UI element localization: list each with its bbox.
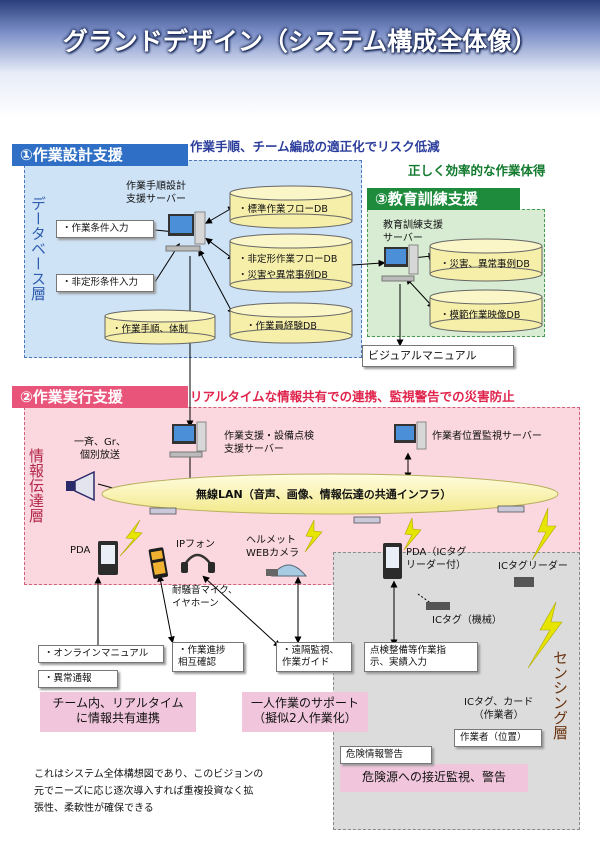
func-abnormal-report: ・異常通報 xyxy=(38,670,118,688)
section-execution-tagline: リアルタイムな情報共有での連携、監視警告での災害防止 xyxy=(190,389,515,404)
helmet-camera-icon xyxy=(266,564,308,577)
db-nonstandard-shape xyxy=(229,233,353,293)
arrow-nonstandard-to-server xyxy=(154,243,180,283)
visual-manual-box: ビジュアルマニュアル xyxy=(362,345,514,367)
lightning-sensing xyxy=(527,601,563,669)
ic-card-label: ICタグ、カード （作業者） xyxy=(464,697,534,721)
section-execution-title: ②作業実行支援 xyxy=(12,386,188,408)
headset-icon xyxy=(181,553,215,573)
lightning-bolts xyxy=(119,507,563,669)
wlan-label: 無線LAN（音声、画像、情報伝達の共通インフラ） xyxy=(196,488,452,501)
lightning-pda xyxy=(119,519,143,557)
ic-tag-machine-label: ICタグ（機械） xyxy=(432,615,502,626)
db-model-video-shape xyxy=(429,289,543,333)
danger-info-box: 危険情報警告 xyxy=(340,746,432,764)
ip-phone-label: IPフォン xyxy=(176,539,215,550)
section-training-title: ③教育訓練支援 xyxy=(367,188,520,210)
design-server-label: 作業手順設計 支援サーバー xyxy=(126,181,186,205)
ic-reader-icon xyxy=(514,577,534,587)
input-work-conditions: ・作業条件入力 xyxy=(56,220,154,238)
position-server-icon xyxy=(394,421,427,450)
page-title: グランドデザイン（システム構成全体像） xyxy=(62,27,538,56)
layer-database-label: データベース層 xyxy=(29,196,47,301)
position-server-label: 作業者位置監視サーバー xyxy=(432,431,542,442)
section-design-title: ①作業設計支援 xyxy=(12,144,188,166)
db-nonstandard-flow-label: ・非定形作業フローDB xyxy=(238,254,338,265)
pda-ic-icon xyxy=(383,543,402,579)
note-team-sharing: チーム内、リアルタイム に情報共有連携 xyxy=(40,692,196,732)
lightning-reader xyxy=(531,507,557,561)
func-remote-monitor: ・遠隔監視、 作業ガイド xyxy=(276,642,352,672)
phone-icon xyxy=(148,547,169,579)
speaker-icon xyxy=(66,470,95,502)
ic-tag-reader-label: ICタグリーダー xyxy=(498,561,568,572)
training-server-label: 教育訓練支援 サーバー xyxy=(383,220,443,244)
support-server-label: 作業支援・設備点検 支援サーバー xyxy=(224,431,314,455)
pda-label: PDA xyxy=(70,545,91,556)
design-server-icon xyxy=(165,211,206,252)
note-solo-support: 一人作業のサポート （擬似2人作業化） xyxy=(242,692,368,732)
db-training-disaster-label: ・災害、異常事例DB xyxy=(440,259,530,270)
db-procedure-shape xyxy=(104,309,216,345)
worker-position-box: 作業者（位置） xyxy=(454,729,542,747)
arrow-db-to-training xyxy=(351,259,386,267)
func-online-manual: ・オンラインマニュアル xyxy=(38,645,164,663)
db-experience-shape xyxy=(229,302,353,344)
layer-network-label: 情報伝達層 xyxy=(27,448,45,523)
arrow-headset-func xyxy=(202,575,281,648)
layer-sensing-label: センシング層 xyxy=(551,650,569,740)
headset-label: 耐騒音マイク、 イヤホーン xyxy=(172,585,238,609)
db-disaster-cases-label: ・災害や異常事例DB xyxy=(238,270,328,281)
arrow-server-db3 xyxy=(198,248,234,316)
section-training-tagline: 正しく効率的な作業体得 xyxy=(408,163,546,178)
lightning-camera xyxy=(304,519,323,553)
db-standard-flow-shape xyxy=(229,185,353,229)
wlan-ellipse xyxy=(101,473,559,515)
pda-icon xyxy=(98,541,118,575)
db-training-disaster-shape xyxy=(429,238,543,282)
db-standard-flow-label: ・標準作業フローDB xyxy=(238,204,328,215)
caption-text: これはシステム全体構想図であり、このビジョンの 元でニーズに応じ逐次導入すれば重… xyxy=(34,769,264,814)
section-design-tagline: 作業手順、チーム編成の適正化でリスク低減 xyxy=(190,139,440,154)
computer-icons xyxy=(165,211,427,458)
title-band xyxy=(0,0,600,118)
arrow-server-db1 xyxy=(204,206,236,224)
broadcast-label: 一斉、Gr、 個別放送 xyxy=(74,437,126,461)
access-points xyxy=(149,505,525,524)
access-point-mid xyxy=(353,516,381,524)
db-model-video-label: ・模範作業映像DB xyxy=(440,310,521,321)
ic-tag-machine-icon xyxy=(426,602,450,610)
input-nonstandard-conditions: ・非定形条件入力 xyxy=(56,274,154,292)
training-server-icon xyxy=(381,244,419,282)
access-point-left xyxy=(149,507,177,515)
arrow-server-db2 xyxy=(205,237,235,261)
func-progress-check: ・作業進捗 相互確認 xyxy=(172,642,244,672)
access-point-right xyxy=(497,505,525,513)
pda-ic-reader-label: PDA（ICタグ リーダー付） xyxy=(406,547,467,571)
arrow-phone-func xyxy=(157,574,175,644)
db-cylinders xyxy=(104,185,543,345)
func-work-instruction: 点検整備等作業指 示、実績入力 xyxy=(364,642,478,672)
lightning-pdaic xyxy=(403,517,422,551)
link-reader-icmachine xyxy=(417,593,433,605)
note-danger-monitoring: 危険源への接近監視、警告 xyxy=(340,764,528,792)
db-experience-label: ・作業員経験DB xyxy=(246,321,317,332)
support-server-icon xyxy=(169,421,207,458)
arrow-trsrv-db2 xyxy=(405,277,435,309)
helmet-camera-label: ヘルメット WEBカメラ xyxy=(246,535,300,559)
db-procedure-label: ・作業手順、体制 xyxy=(112,324,189,335)
